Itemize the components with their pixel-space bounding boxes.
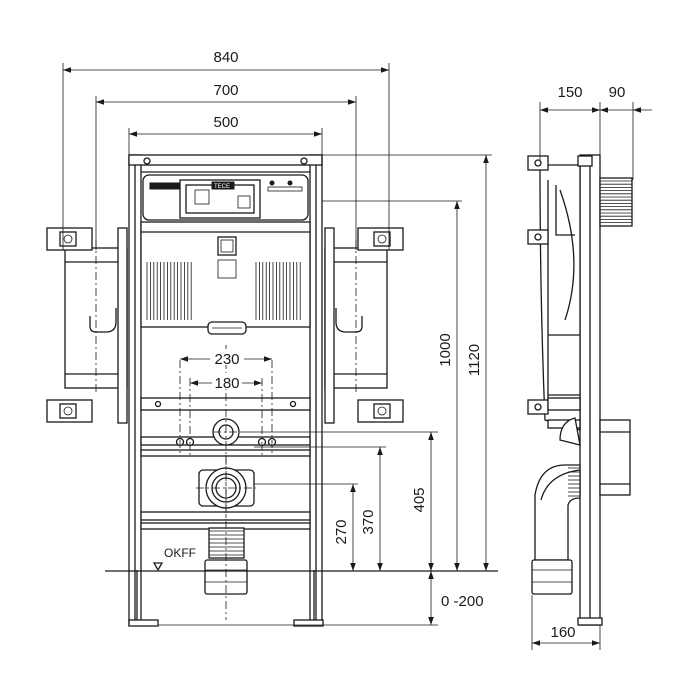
dim-adjust-range: 0 -200 — [441, 593, 484, 610]
dim-height-1120: 1120 — [466, 344, 483, 376]
cistern-panel — [140, 221, 311, 335]
dim-depth-150: 150 — [557, 84, 582, 101]
side-view — [527, 154, 633, 626]
vent-grille-right — [255, 262, 301, 320]
side-bracket-left — [46, 227, 128, 424]
dim-width-840: 840 — [213, 49, 238, 66]
frame-feet — [128, 570, 324, 627]
dim-spacing-230: 230 — [214, 351, 239, 368]
dim-height-370: 370 — [360, 509, 377, 534]
floor-reference-label: OKFF — [164, 546, 196, 560]
waste-connection — [196, 455, 256, 595]
frame-rails — [128, 154, 323, 626]
vent-grille-left — [146, 262, 192, 320]
floor-marker — [152, 562, 164, 572]
front-dimensions: 840 700 500 230 180 1120 1000 405 370 27… — [62, 49, 492, 626]
dim-height-1000: 1000 — [437, 333, 454, 366]
cistern-housing: TECE — [142, 174, 309, 221]
side-bracket-right — [324, 227, 404, 424]
brand-badge: TECE — [214, 184, 230, 190]
dim-width-700: 700 — [213, 82, 238, 99]
front-view: TECE — [46, 154, 498, 627]
dim-width-500: 500 — [213, 114, 238, 131]
dim-spacing-180: 180 — [214, 375, 239, 392]
dim-depth-160: 160 — [550, 624, 575, 641]
cross-bars — [140, 397, 311, 530]
dim-height-270: 270 — [333, 519, 350, 544]
dim-height-405: 405 — [411, 487, 428, 512]
side-dimensions: 150 90 160 — [531, 84, 652, 650]
dim-depth-90: 90 — [609, 84, 626, 101]
